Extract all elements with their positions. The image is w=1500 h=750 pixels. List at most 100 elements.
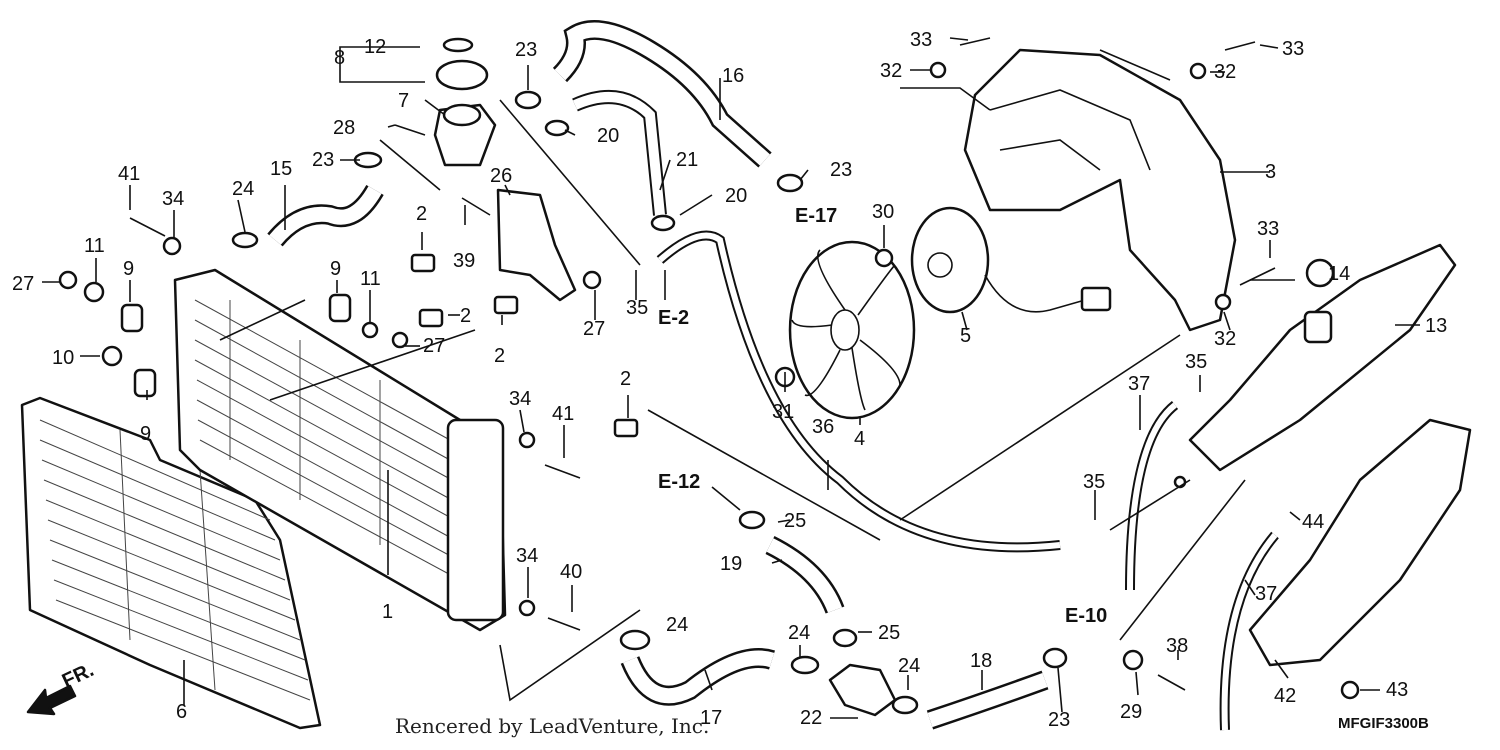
part-label: 9 xyxy=(140,423,151,445)
part-label: 31 xyxy=(772,401,794,423)
ref-e17: E-17 xyxy=(795,205,837,227)
part-label: 23 xyxy=(312,149,334,171)
part-label: 41 xyxy=(118,163,140,185)
part-label: 18 xyxy=(970,650,992,672)
part-label: 39 xyxy=(453,250,475,272)
part-label: 23 xyxy=(1048,709,1070,731)
ref-e12: E-12 xyxy=(658,471,700,493)
small-parts xyxy=(58,37,1360,715)
part-label: 9 xyxy=(330,258,341,280)
part-label: 7 xyxy=(398,90,409,112)
part-label: 33 xyxy=(1257,218,1279,240)
front-arrow-icon: FR. xyxy=(26,659,97,716)
part-label: 27 xyxy=(12,273,34,295)
part-label: 32 xyxy=(1214,61,1236,83)
radiator-cap xyxy=(435,37,489,91)
render-credit: Rencered by LeadVenture, Inc. xyxy=(395,714,709,738)
part-label: 1 xyxy=(382,601,393,623)
hose-17 xyxy=(620,648,775,706)
part-label: 24 xyxy=(788,622,810,644)
part-label: 24 xyxy=(232,178,254,200)
part-label: 34 xyxy=(516,545,538,567)
part-label: 29 xyxy=(1120,701,1142,723)
reserve-tank-cover xyxy=(1248,418,1472,667)
part-label: 42 xyxy=(1274,685,1296,707)
part-label: 35 xyxy=(626,297,648,319)
part-label: 4 xyxy=(854,428,865,450)
part-label: 14 xyxy=(1328,263,1350,285)
ref-e10: E-10 xyxy=(1065,605,1107,627)
part-label: 23 xyxy=(830,159,852,181)
part-label: 27 xyxy=(423,335,445,357)
cooling-fan xyxy=(788,240,916,420)
part-label: 8 xyxy=(334,47,345,69)
fan-motor xyxy=(910,206,1112,314)
part-label: 3 xyxy=(1265,161,1276,183)
part-label: 16 xyxy=(722,65,744,87)
part-label: 25 xyxy=(878,622,900,644)
part-label: 32 xyxy=(880,60,902,82)
part-label: 28 xyxy=(333,117,355,139)
hose-19 xyxy=(765,536,845,614)
hose-21 xyxy=(572,90,667,216)
part-label: 35 xyxy=(1083,471,1105,493)
part-label: 34 xyxy=(162,188,184,210)
part-label: 2 xyxy=(416,203,427,225)
part-label: 24 xyxy=(898,655,920,677)
part-label: 2 xyxy=(620,368,631,390)
part-label: 21 xyxy=(676,149,698,171)
part-label: 36 xyxy=(812,416,834,438)
part-label: 37 xyxy=(1128,373,1150,395)
part-label: 37 xyxy=(1255,583,1277,605)
ref-e2: E-2 xyxy=(658,307,689,329)
part-label: 9 xyxy=(123,258,134,280)
part-label: 32 xyxy=(1214,328,1236,350)
part-label: 35 xyxy=(1185,351,1207,373)
part-label: 22 xyxy=(800,707,822,729)
part-label: 44 xyxy=(1302,511,1324,533)
hose-16 xyxy=(552,20,772,168)
radiator-grille xyxy=(20,396,322,730)
part-label: 5 xyxy=(960,325,971,347)
hose-37-upper xyxy=(1125,401,1179,591)
hose-36 xyxy=(656,230,1061,553)
part-labels: 1 2 2 2 2 3 4 5 6 7 8 9 9 9 10 11 11 12 … xyxy=(12,29,1447,731)
part-label: 10 xyxy=(52,347,74,369)
part-label: 13 xyxy=(1425,315,1447,337)
part-label: 30 xyxy=(872,201,894,223)
hose-15 xyxy=(267,184,384,247)
part-label: 33 xyxy=(910,29,932,51)
part-label: 2 xyxy=(494,345,505,367)
fan-shroud xyxy=(963,48,1237,332)
part-label: 43 xyxy=(1386,679,1408,701)
water-pipe-22 xyxy=(828,663,897,717)
part-label: 26 xyxy=(490,165,512,187)
part-label: 11 xyxy=(84,235,105,257)
part-label: 40 xyxy=(560,561,582,583)
part-label: 20 xyxy=(597,125,619,147)
part-label: 27 xyxy=(583,318,605,340)
part-label: 25 xyxy=(784,510,806,532)
reference-callouts: E-17 E-2 E-12 E-10 xyxy=(658,205,1107,627)
part-label: 33 xyxy=(1282,38,1304,60)
bracket xyxy=(496,188,577,302)
part-label: 17 xyxy=(700,707,722,729)
part-label: 11 xyxy=(360,268,381,290)
hose-37-lower xyxy=(1219,531,1279,731)
part-label: 24 xyxy=(666,614,688,636)
part-label: 23 xyxy=(515,39,537,61)
part-label: 12 xyxy=(364,36,386,58)
part-label: 41 xyxy=(552,403,574,425)
hose-18 xyxy=(926,670,1049,730)
part-label: 38 xyxy=(1166,635,1188,657)
part-label: 20 xyxy=(725,185,747,207)
reserve-tank xyxy=(1188,243,1457,472)
part-label: 2 xyxy=(460,305,471,327)
part-label: 6 xyxy=(176,701,187,723)
part-label: 19 xyxy=(720,553,742,575)
leader-lines xyxy=(42,37,1420,719)
part-label: 34 xyxy=(509,388,531,410)
radiator-core xyxy=(173,268,507,632)
diagram-code: MFGIF3300B xyxy=(1338,715,1429,732)
